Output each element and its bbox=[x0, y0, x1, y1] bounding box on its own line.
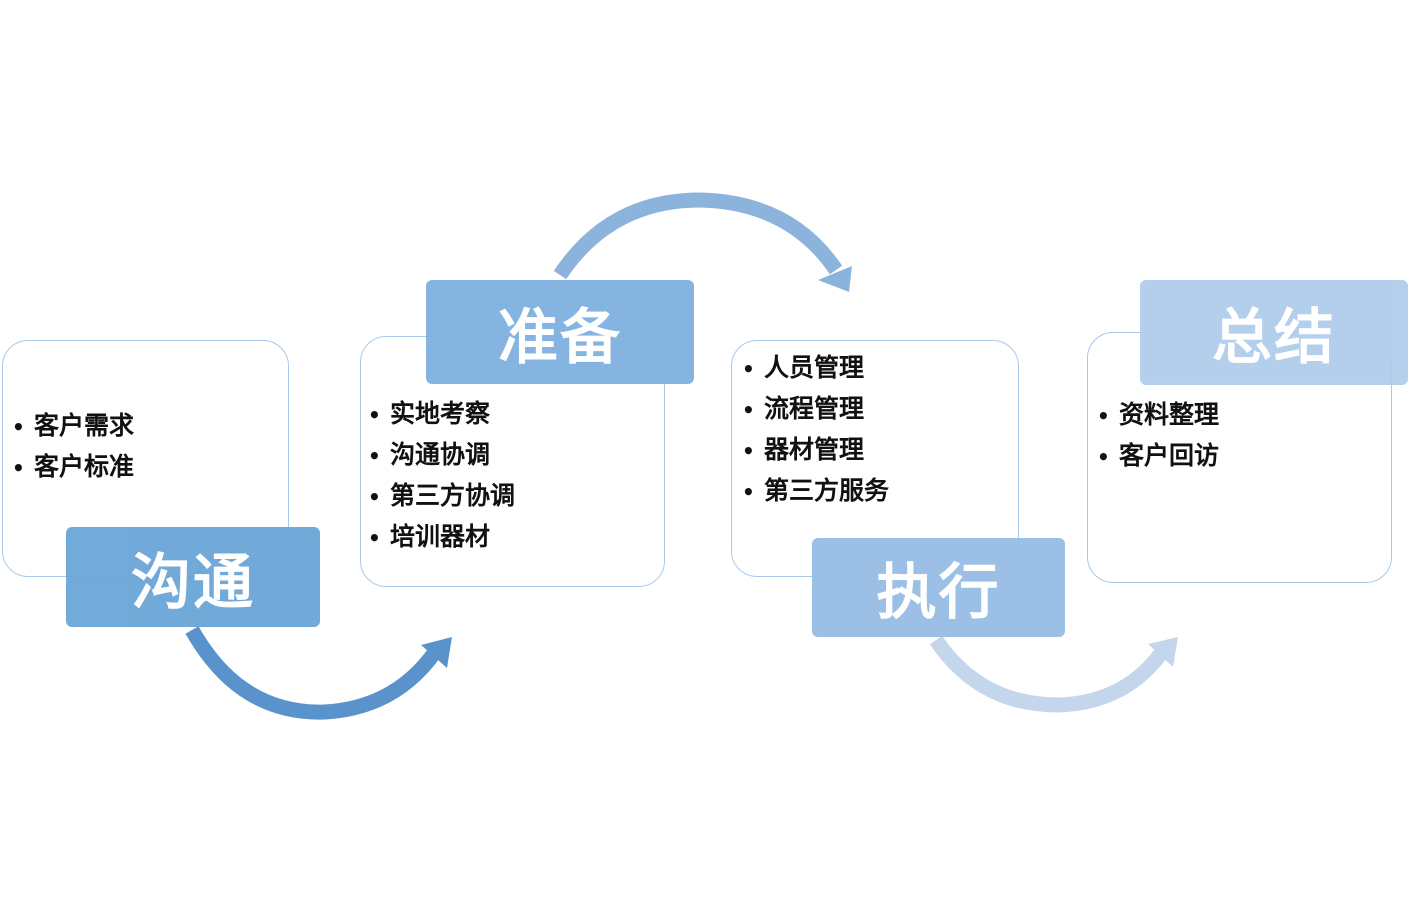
list-item: 人员管理 bbox=[742, 347, 889, 388]
list-item: 第三方服务 bbox=[742, 470, 889, 511]
list-item: 实地考察 bbox=[368, 393, 515, 434]
stage-2-list: 实地考察 沟通协调 第三方协调 培训器材 bbox=[368, 393, 515, 557]
list-item: 客户需求 bbox=[12, 405, 134, 446]
list-item: 客户标准 bbox=[12, 446, 134, 487]
arrow-2 bbox=[553, 192, 852, 292]
stage-3-list: 人员管理 流程管理 器材管理 第三方服务 bbox=[742, 347, 889, 511]
arrow-3 bbox=[929, 635, 1178, 713]
stage-2-title: 准备 bbox=[426, 280, 694, 384]
stage-1-title: 沟通 bbox=[66, 527, 320, 627]
stage-3-title: 执行 bbox=[812, 538, 1065, 637]
arrow-1 bbox=[185, 626, 452, 720]
list-item: 客户回访 bbox=[1097, 435, 1219, 476]
list-item: 流程管理 bbox=[742, 388, 889, 429]
stage-1-list: 客户需求 客户标准 bbox=[12, 405, 134, 487]
list-item: 培训器材 bbox=[368, 516, 515, 557]
list-item: 资料整理 bbox=[1097, 394, 1219, 435]
list-item: 器材管理 bbox=[742, 429, 889, 470]
list-item: 第三方协调 bbox=[368, 475, 515, 516]
list-item: 沟通协调 bbox=[368, 434, 515, 475]
stage-4-list: 资料整理 客户回访 bbox=[1097, 394, 1219, 476]
stage-4-title: 总结 bbox=[1140, 280, 1408, 385]
